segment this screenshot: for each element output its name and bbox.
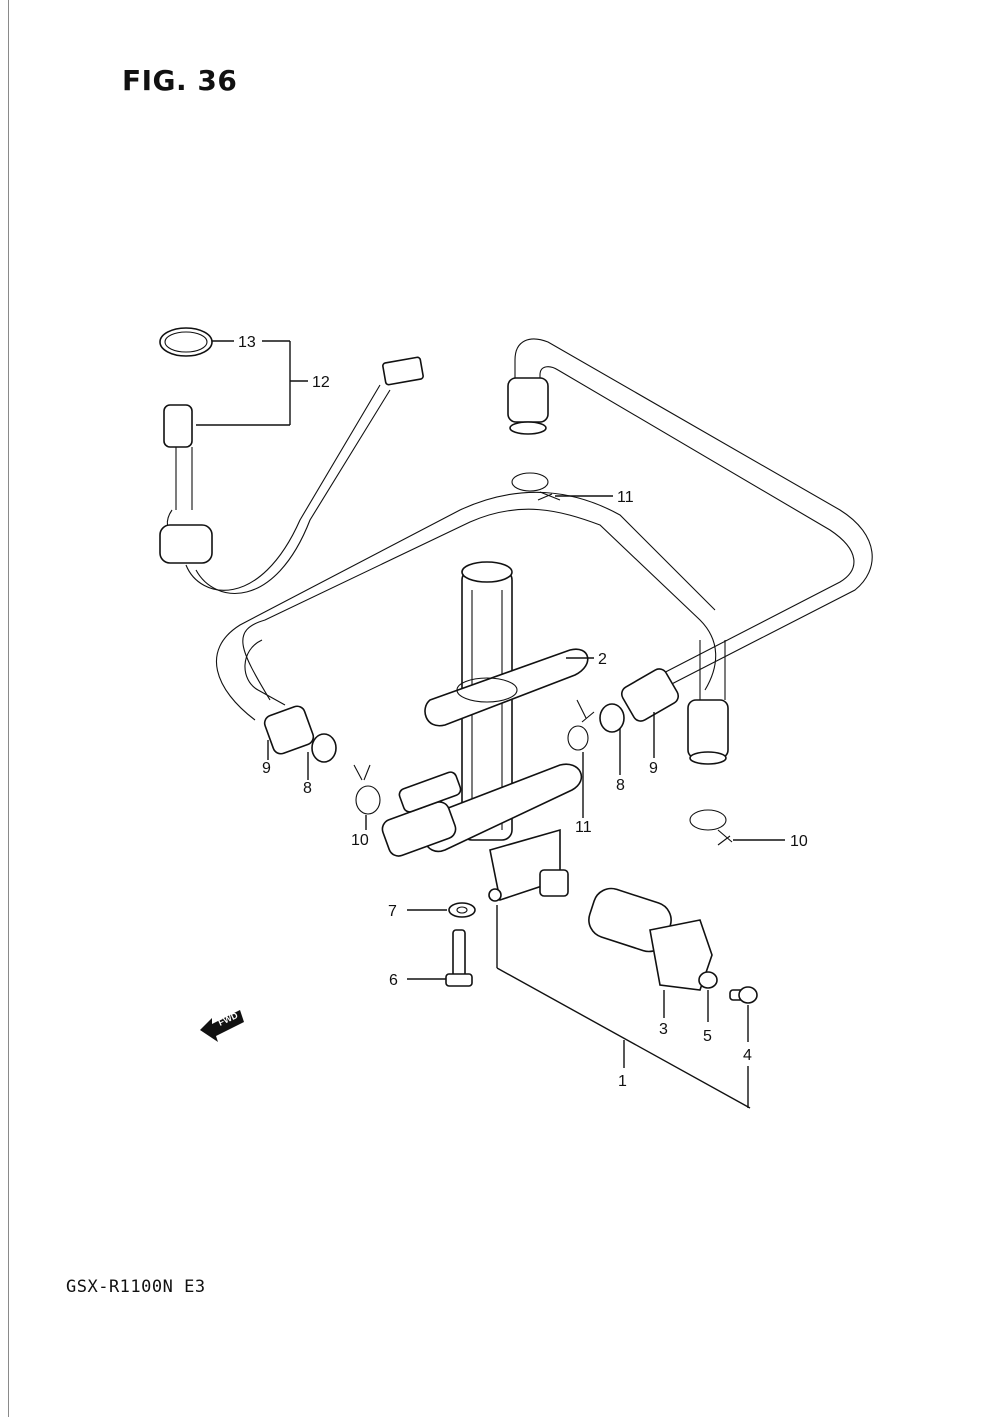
strainer-gasket xyxy=(424,648,589,727)
hose-clamp-left xyxy=(353,764,381,815)
hose-clamp-right-upper xyxy=(567,699,595,751)
hose-end-left xyxy=(263,705,337,763)
callout-6: 6 xyxy=(389,972,398,989)
callout-2: 2 xyxy=(598,651,607,668)
hose-clamp-right-lower xyxy=(689,809,733,846)
fuel-cock-lever xyxy=(588,887,713,991)
callout-1: 1 xyxy=(618,1073,627,1090)
scan-edge-line xyxy=(8,0,9,1417)
callout-9-right: 9 xyxy=(649,760,658,777)
callout-5: 5 xyxy=(703,1028,712,1045)
callout-10-right: 10 xyxy=(790,833,808,850)
callout-4: 4 xyxy=(743,1047,752,1064)
hose-end-top xyxy=(507,377,549,435)
callout-12: 12 xyxy=(312,374,330,391)
screw-long xyxy=(445,929,473,987)
nut xyxy=(698,971,718,989)
callout-11-top: 11 xyxy=(617,489,634,506)
callout-8-left: 8 xyxy=(303,780,312,797)
callout-10-left: 10 xyxy=(351,832,369,849)
fuel-cock-body xyxy=(381,763,583,902)
leader-lines xyxy=(196,340,785,1109)
hose-end-bottom-right xyxy=(687,699,729,765)
fwd-arrow: FWD xyxy=(200,1010,244,1042)
callouts: 13 12 11 2 9 8 10 11 8 9 10 7 6 3 5 4 1 xyxy=(238,334,808,1090)
callout-13: 13 xyxy=(238,334,256,351)
fuel-hose-left xyxy=(215,491,717,721)
screw-short xyxy=(729,986,758,1004)
fuel-level-sensor xyxy=(159,356,424,594)
callout-7: 7 xyxy=(388,903,397,920)
washer xyxy=(448,902,476,918)
callout-3: 3 xyxy=(659,1021,668,1038)
callout-9-left: 9 xyxy=(262,760,271,777)
model-code: GSX-R1100N E3 xyxy=(66,1277,206,1297)
hose-clamp-top xyxy=(511,472,561,501)
fuel-hose-right xyxy=(514,338,873,700)
callout-11-right: 11 xyxy=(575,819,592,836)
callout-8-right: 8 xyxy=(616,777,625,794)
o-ring xyxy=(159,327,213,357)
hose-end-right xyxy=(599,668,680,733)
figure-title: FIG. 36 xyxy=(122,64,238,97)
